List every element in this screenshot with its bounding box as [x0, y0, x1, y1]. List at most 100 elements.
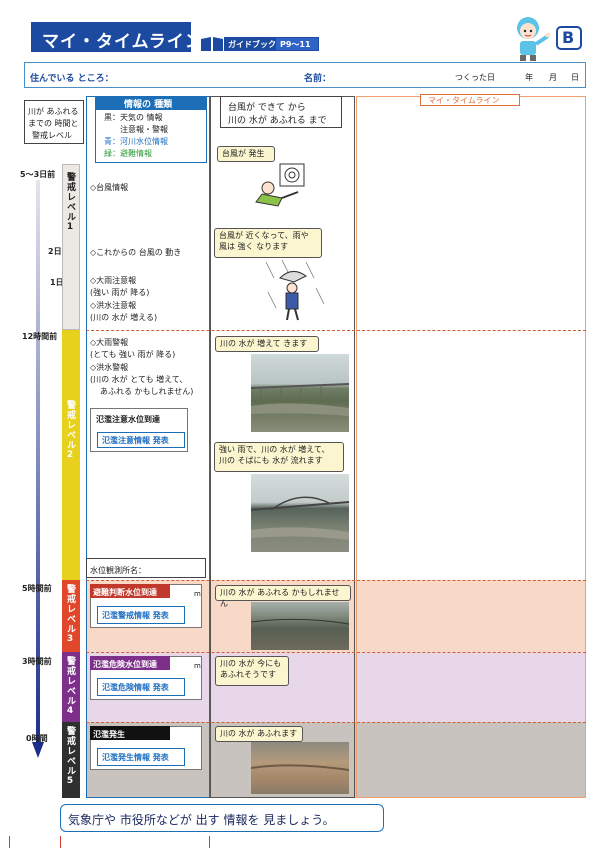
- made-date-label: つくった日: [455, 73, 495, 82]
- divider-5h: [86, 580, 586, 581]
- flow-may-overflow: 川の 水が あふれる かもしれません: [215, 585, 351, 608]
- tick-5-3-days: 5〜3日前: [20, 170, 56, 179]
- my-timeline-header: マイ・タイムライン: [428, 96, 500, 105]
- warning-announce: 氾濫警戒情報 発表: [102, 611, 169, 620]
- legend-green: 緑：避難情報: [104, 149, 152, 158]
- info-type-title-box: [95, 96, 207, 109]
- tick-3-hours: 3時間前: [22, 657, 52, 666]
- level-header-line-3: 警戒レベル: [32, 131, 72, 140]
- title-banner: [31, 22, 191, 52]
- tick-0-hours: 0時間: [26, 734, 48, 743]
- day-label: 日: [571, 73, 579, 82]
- river-photo-may-overflow: [250, 602, 350, 650]
- my-timeline-column[interactable]: [356, 96, 586, 798]
- evac-level-strip: [90, 584, 170, 598]
- info-rain-warning-desc: (とても 強い 雨が 降る): [90, 350, 176, 359]
- warning-announce-box: [97, 606, 185, 624]
- name-label: 名前：: [304, 74, 332, 84]
- month-label: 月: [549, 73, 557, 82]
- divider-0h: [86, 722, 586, 723]
- legend-black: 黒：天気の 情報: [104, 113, 163, 122]
- section-badge-letter: B: [562, 28, 575, 47]
- info-type-title: 情報の 種類: [124, 100, 173, 110]
- station-label: 水位観測所名：: [90, 566, 146, 575]
- river-photo-rising: [250, 354, 350, 432]
- info-flood-advisory-desc: (川の 水が 増える): [90, 313, 158, 322]
- alert-level-3-label: 警戒レベル3: [65, 584, 75, 645]
- year-label: 年: [525, 73, 533, 82]
- footer-note-box: [60, 804, 384, 832]
- alert-level-2-bar: [62, 330, 80, 580]
- crop-mark-mid: [60, 836, 61, 848]
- caution-level-reached: 氾濫注意水位到達: [96, 415, 160, 424]
- evac-unit: m: [194, 590, 201, 598]
- alert-level-5-label: 警戒レベル5: [65, 726, 75, 787]
- flow-header-box: [220, 96, 342, 128]
- info-rain-advisory: ◇大雨注意報: [90, 276, 137, 285]
- alert-level-2-label: 警戒レベル2: [65, 400, 75, 461]
- danger-announce-box: [97, 678, 185, 696]
- person-in-storm-illustration: [262, 258, 326, 322]
- flow-heavy-rain-overflow: 強い 雨で、川の 水が 増えて、川の そばにも 水が 流れます: [214, 442, 344, 472]
- info-flood-advisory: ◇洪水注意報: [90, 301, 137, 310]
- danger-unit: m: [194, 662, 201, 670]
- guidebook-label: ガイドブック: [228, 40, 276, 49]
- occurred-announce: 氾濫発生情報 発表: [102, 753, 169, 762]
- station-box[interactable]: [86, 558, 206, 578]
- river-photo-overflowing: [250, 742, 350, 794]
- crop-mark-right: [209, 836, 210, 848]
- section-badge: [556, 26, 582, 50]
- occurred-announce-box: [97, 748, 185, 766]
- info-typhoon-path: ◇これからの 台風の 動き: [90, 248, 182, 257]
- alert-level-1-label: 警戒レベル1: [65, 172, 75, 233]
- caution-announce-box: [97, 432, 185, 448]
- flow-water-rising: 川の 水が 増えて きます: [215, 336, 319, 352]
- flow-header-line-1: 台風が できて から: [228, 103, 306, 113]
- flow-about-to-overflow: 川の 水が 今にもあふれそうです: [215, 656, 289, 686]
- my-timeline-header-box: [420, 94, 520, 106]
- alert-level-5-bar: [62, 722, 80, 798]
- mascot-illustration: [506, 12, 558, 62]
- legend-blue: 青：河川水位情報: [104, 137, 168, 146]
- danger-announce: 氾濫危険情報 発表: [102, 683, 169, 692]
- info-row: [24, 62, 586, 88]
- info-rain-advisory-desc: (強い 雨が 降る): [90, 288, 150, 297]
- flow-header-line-2: 川の 水が あふれる まで: [228, 116, 327, 126]
- alert-level-1-bar: [62, 164, 80, 330]
- flow-typhoon-approaching: 台風が 近くなって、雨や風は 強く なります: [214, 228, 322, 258]
- flow-overflowing: 川の 水が あふれます: [215, 726, 303, 742]
- divider-12h: [86, 330, 586, 331]
- residence-label: 住んでいる ところ：: [30, 74, 114, 84]
- danger-level-reached: 氾濫危険水位到達: [93, 660, 157, 669]
- river-photo-heavy-rain: [250, 474, 350, 552]
- guidebook-pages-box: [276, 38, 318, 50]
- evac-level-reached: 避難判断水位到達: [93, 588, 157, 597]
- alert-level-4-bar: [62, 652, 80, 722]
- crop-mark-left: [9, 836, 10, 848]
- tick-1-day: 1日前: [50, 278, 72, 287]
- occurred-strip: [90, 726, 170, 740]
- alert-level-4-label: 警戒レベル4: [65, 656, 75, 717]
- flood-occurred: 氾濫発生: [93, 730, 125, 739]
- legend-advisory: 注意報・警報: [120, 125, 168, 134]
- footer-note: 気象庁や 市役所などが 出す 情報を 見ましょう。: [68, 813, 335, 827]
- info-flood-warning: ◇洪水警報: [90, 363, 129, 372]
- flow-typhoon-formed: 台風が 発生: [217, 146, 275, 162]
- danger-level-strip: [90, 656, 170, 670]
- level-header-line-2: までの 時間と: [28, 119, 79, 128]
- level-column-header: [24, 100, 84, 144]
- tick-2-days: 2日前: [48, 247, 70, 256]
- page-title: マイ・タイムライン: [42, 32, 203, 52]
- tick-12-hours: 12時間前: [22, 332, 58, 341]
- time-axis-arrow: [32, 180, 44, 760]
- info-typhoon: ◇台風情報: [90, 183, 129, 192]
- tick-5-hours: 5時間前: [22, 584, 52, 593]
- level-header-line-1: 川が あふれる: [28, 107, 79, 116]
- info-rain-warning: ◇大雨警報: [90, 338, 129, 347]
- info-flood-warning-desc-1: (川の 水が とても 増えて、: [90, 375, 188, 384]
- divider-3h: [86, 652, 586, 653]
- book-icon: [200, 36, 224, 52]
- caution-announce: 氾濫注意情報 発表: [102, 436, 169, 445]
- guidebook-pages: P9〜11: [280, 40, 311, 49]
- info-flood-warning-desc-2: あふれる かもしれません): [100, 387, 194, 396]
